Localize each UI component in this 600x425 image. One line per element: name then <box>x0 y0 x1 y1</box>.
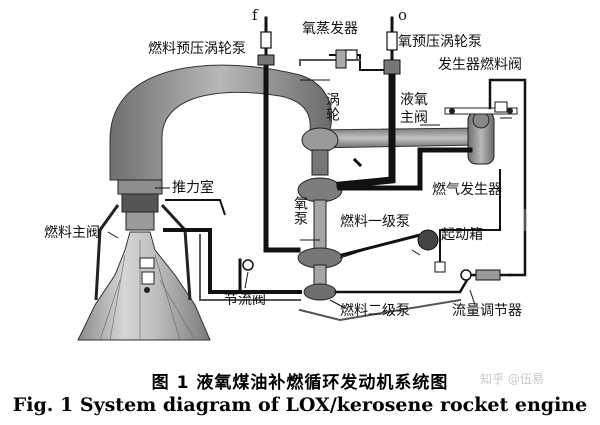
start-tank-sphere <box>417 229 439 251</box>
label-ox-prepress-pump: 氧预压涡轮泵 <box>398 34 482 50</box>
turbine-housing <box>301 127 339 153</box>
label-gen-fuel-valve: 发生器燃料阀 <box>438 57 522 73</box>
label-fuel-prepress-pump: 燃料预压涡轮泵 <box>148 41 246 57</box>
label-thrust-chamber: 推力室 <box>172 180 214 196</box>
label-gas-generator: 燃气发生器 <box>432 182 502 198</box>
label-flow-regulator: 流量调节器 <box>452 303 522 319</box>
ox-evaporator-body <box>335 49 347 69</box>
pipelines <box>163 16 527 322</box>
fuel-stage2-pump-body <box>303 283 337 301</box>
label-fuel-stage1-pump: 燃料一级泵 <box>340 214 410 230</box>
figure-caption-english: Fig. 1 System diagram of LOX/kerosene ro… <box>12 394 588 416</box>
label-fuel-main-valve: 燃料主阀 <box>44 225 100 241</box>
label-lox-main-valve: 液氧主阀 <box>400 92 428 126</box>
ox-prepress-pump-body <box>383 59 401 75</box>
label-throttle-valve: 节流阀 <box>224 292 266 308</box>
thrust-chamber-head <box>117 179 163 195</box>
hot-gas-duct <box>109 64 333 181</box>
label-turbine: 涡轮 <box>324 92 340 122</box>
label-fuel-stage2-pump: 燃料二级泵 <box>340 303 410 319</box>
nozzle <box>77 231 211 341</box>
label-o: o <box>398 6 408 24</box>
label-ox-evaporator: 氧蒸发器 <box>302 21 358 37</box>
fuel-prepress-pump-body <box>257 54 275 66</box>
label-ox-pump: 氧泵 <box>292 196 308 226</box>
label-start-tank: 起动箱 <box>441 227 483 243</box>
watermark: 知乎 @伍易 <box>480 372 544 386</box>
figure-caption-chinese: 图 1 液氧煤油补燃循环发动机系统图 <box>151 373 449 393</box>
label-f: f <box>252 6 258 24</box>
